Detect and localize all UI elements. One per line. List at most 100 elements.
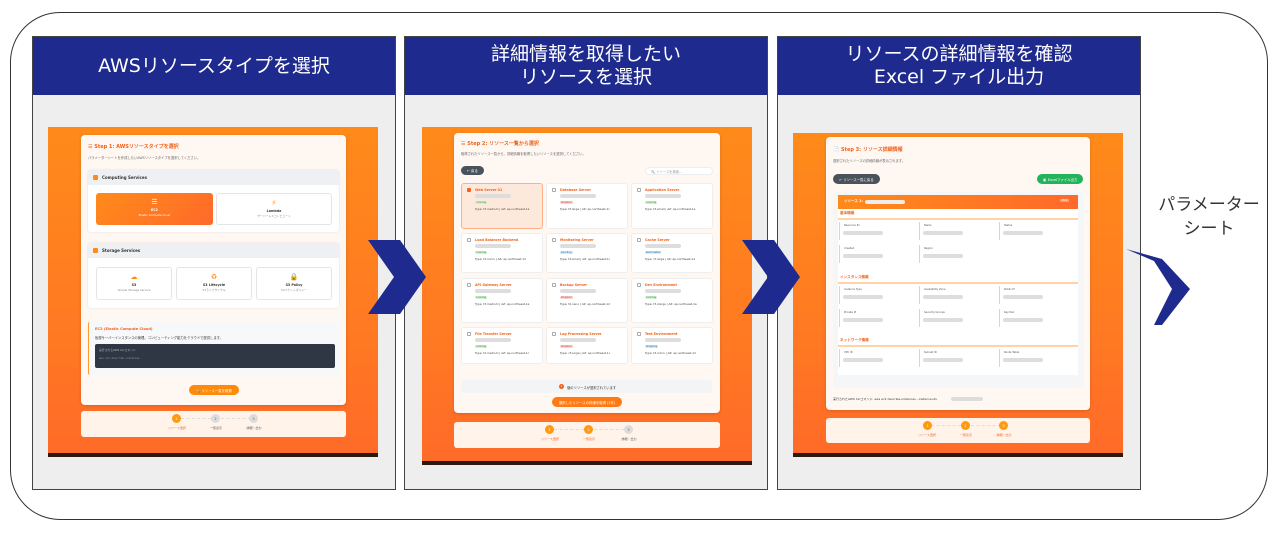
stepper: 1 2 3 リソース選択 一覧表示 詳細・出力 [826,418,1090,443]
field-value-redacted [1003,295,1043,299]
service-name: Lambda [266,209,282,213]
section-title: ネットワーク情報 [840,338,869,342]
detail-field: Status [999,222,1077,240]
checkbox[interactable] [552,332,556,336]
field-value-redacted [843,231,883,235]
resource-name: Dev Environment [645,282,677,287]
cloud-icon: ☁ [130,273,138,281]
field-value-redacted [843,254,883,258]
checkbox[interactable] [467,332,471,336]
step2-screenshot: ☰ Step 2: リソース一覧から選択 取得されたリソース一覧から、詳細情報を… [422,127,752,465]
field-label: Route Table [1004,351,1020,354]
resource-type-badge: EC2 [1060,199,1070,202]
get-resources-button[interactable]: 🔍 リソース一覧を取得 [189,385,239,395]
back-button[interactable]: ← 戻る [461,166,484,175]
resource-name: Web Server 01 [475,187,503,192]
checkbox[interactable] [552,238,556,242]
status-badge: stopped [560,296,573,299]
resource-id-redacted [560,194,596,198]
checkbox[interactable] [467,283,471,287]
checkbox[interactable] [637,332,641,336]
status-badge: stopped [560,201,573,204]
checkbox[interactable] [467,238,471,242]
field-value-redacted [1003,358,1043,362]
service-name: S3 [131,283,137,287]
step-dot: 2 [961,421,970,430]
resource-type: Type: c5.large | AZ: ap-northeast-1c [560,351,611,355]
step-dot: 3 [999,421,1008,430]
resource-type: Type: t2.medium | AZ: ap-northeast-1c [475,351,530,355]
get-details-button[interactable]: 選択したリソースの詳細を取得 (1件) [552,397,622,407]
detail-field: VPC ID [839,349,917,367]
resource-id-redacted [475,289,511,293]
service-name: EC2 [151,208,158,212]
resource-type: Type: t3.large | AZ: ap-northeast-1c [560,207,610,211]
diagram-frame [10,12,1268,520]
field-value-redacted [843,318,883,322]
resource-id-redacted [645,338,681,342]
field-label: Resource ID [844,224,860,227]
parameter-sheet-label: パラメーター シート [1158,195,1260,239]
chevron-right-icon [742,240,800,314]
panel-step2: 詳細情報を取得したい リソースを選択 ☰ Step 2: リソース一覧から選択 … [404,36,768,490]
step-dot: 2 [211,414,220,423]
resource-name: File Transfer Server [475,331,512,336]
checkbox[interactable] [637,238,641,242]
step-dot: 1 [923,421,932,430]
resource-id-redacted [560,289,596,293]
checkbox[interactable] [637,188,641,192]
resource-name: API Gateway Server [475,282,512,287]
step-dot: 1 [545,425,554,434]
checkbox[interactable] [552,188,556,192]
field-value-redacted [923,295,963,299]
search-input[interactable]: 🔍 リソースを検索... [645,167,713,175]
status-badge: terminated [645,251,662,254]
resource-name: Load Balancer Backend [475,237,519,242]
field-label: Private IP [844,311,857,314]
resource-id-redacted [475,244,511,248]
checkbox[interactable] [637,283,641,287]
field-label: Availability Zone [924,288,946,291]
status-badge: running [645,201,658,204]
step-label: リソース選択 [918,433,936,437]
lightning-icon: ⚡ [271,199,277,207]
field-value-redacted [1003,231,1043,235]
page-title: 📄 Step 3: リソース詳細情報 [833,147,903,153]
checkbox[interactable] [552,283,556,287]
field-label: Instance Type [844,288,862,291]
back-to-list-button[interactable]: ← リソース一覧に戻る [833,174,880,184]
selected-text: 個のリソースが選択されています [567,385,617,390]
field-label: Status [1004,224,1013,227]
status-badge: running [475,296,488,299]
field-label: VPC ID [844,351,853,354]
page-title: ☰ Step 1: AWSリソースタイプを選択 [88,144,179,150]
step-dot: 2 [584,425,593,434]
detail-field: Security Groups [919,309,997,327]
section-title: 基本情報 [840,211,855,215]
service-name: S3 Lifecycle [202,283,226,287]
step-label: 詳細・出力 [246,426,262,430]
step-dot: 3 [624,425,633,434]
checkbox[interactable] [467,188,471,192]
section-title: インスタンス情報 [840,275,869,279]
field-label: Security Groups [924,311,945,314]
excel-export-button[interactable]: 📋 Excelファイル出力 [1037,174,1083,184]
resource-id-redacted [475,338,511,342]
